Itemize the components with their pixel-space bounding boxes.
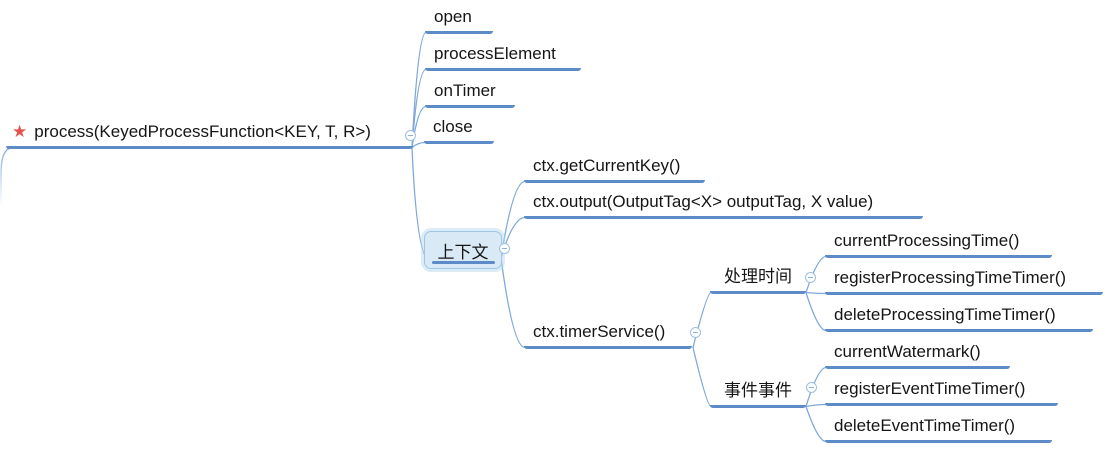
topic-label: close: [433, 117, 473, 136]
topic-label: deleteProcessingTimeTimer(): [834, 305, 1056, 324]
connector: [692, 291, 712, 349]
topic-label: open: [434, 7, 472, 26]
topic-label: currentWatermark(): [834, 342, 981, 361]
topic-current-watermark[interactable]: currentWatermark(): [825, 340, 1010, 369]
connector: [805, 291, 827, 332]
minus-dash: [408, 135, 413, 136]
connector: [411, 31, 427, 149]
topic-processing-time[interactable]: 处理时间: [710, 265, 806, 294]
topic-process-element[interactable]: processElement: [425, 42, 581, 71]
connector: [805, 405, 827, 443]
collapse-minus-icon-context[interactable]: [499, 243, 510, 254]
topic-event-time[interactable]: 事件事件: [710, 379, 806, 408]
topic-delete-processing-time-timer[interactable]: deleteProcessingTimeTimer(): [825, 303, 1093, 332]
connector: [500, 257, 526, 349]
topic-ctx-timer-service[interactable]: ctx.timerService(): [524, 320, 692, 349]
topic-register-processing-time-timer[interactable]: registerProcessingTimeTimer(): [825, 266, 1103, 295]
branch-underline: [432, 261, 495, 264]
minus-dash: [693, 332, 698, 333]
minus-dash: [809, 387, 814, 388]
topic-label: ctx.getCurrentKey(): [533, 156, 681, 175]
topic-register-event-time-timer[interactable]: registerEventTimeTimer(): [825, 377, 1058, 406]
topic-label: process(KeyedProcessFunction<KEY, T, R>): [34, 122, 371, 141]
topic-ctx-output[interactable]: ctx.output(OutputTag<X> outputTag, X val…: [524, 190, 923, 219]
topic-label: 处理时间: [724, 267, 792, 286]
connector: [411, 141, 426, 149]
topic-label: ctx.output(OutputTag<X> outputTag, X val…: [533, 192, 874, 211]
topic-label: 上下文: [437, 242, 489, 262]
collapse-minus-icon-event-time[interactable]: [806, 382, 817, 393]
topic-label: registerProcessingTimeTimer(): [834, 268, 1067, 287]
collapse-minus-icon-timer-service[interactable]: [690, 327, 701, 338]
topic-label: ctx.timerService(): [533, 322, 666, 341]
minus-dash: [502, 248, 507, 249]
topic-delete-event-time-timer[interactable]: deleteEventTimeTimer(): [825, 414, 1052, 443]
minus-dash: [808, 277, 813, 278]
topic-label: currentProcessingTime(): [834, 231, 1020, 250]
topic-current-processing-time[interactable]: currentProcessingTime(): [825, 229, 1052, 258]
root-branch-tail: [0, 147, 11, 208]
connector: [692, 346, 712, 408]
topic-close[interactable]: close: [424, 115, 494, 144]
red-star-icon: ★: [12, 122, 28, 141]
connector: [805, 255, 827, 294]
topic-label: registerEventTimeTimer(): [834, 379, 1026, 398]
connector: [411, 105, 427, 149]
connector: [805, 291, 827, 295]
collapse-minus-icon-root[interactable]: [405, 130, 416, 141]
topic-on-timer[interactable]: onTimer: [425, 79, 515, 108]
topic-open[interactable]: open: [425, 5, 493, 34]
topic-label: 事件事件: [724, 381, 792, 400]
collapse-minus-icon-processing-time[interactable]: [805, 272, 816, 283]
connector: [805, 366, 827, 408]
topic-ctx-get-current-key[interactable]: ctx.getCurrentKey(): [524, 154, 705, 183]
topic-label: deleteEventTimeTimer(): [834, 416, 1016, 435]
topic-label: onTimer: [434, 81, 496, 100]
topic-context-selected[interactable]: 上下文: [424, 231, 502, 269]
topic-root[interactable]: ★ process(KeyedProcessFunction<KEY, T, R>…: [6, 120, 413, 149]
connector: [805, 403, 827, 408]
topic-label: processElement: [434, 44, 556, 63]
